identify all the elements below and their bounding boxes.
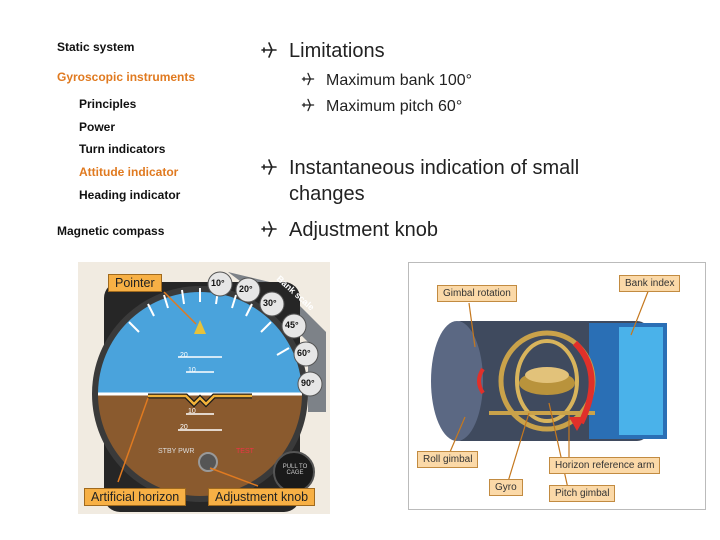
pitch-label-down-10: 10 <box>188 408 196 415</box>
roll-gimbal-callout: Roll gimbal <box>417 451 479 468</box>
pitch-gimbal-callout: Pitch gimbal <box>549 485 616 502</box>
bank-mark-30: 30° <box>263 298 277 308</box>
bank-mark-10: 10° <box>211 278 225 288</box>
bullet-max-bank: Maximum bank 100° <box>300 70 472 92</box>
airplane-icon <box>261 42 277 58</box>
bank-mark-60: 60° <box>297 348 311 358</box>
stby-pwr-label: STBY PWR <box>158 448 195 455</box>
outline-turn-indicators: Turn indicators <box>79 142 166 156</box>
bullet-text: Instantaneous indication of small changes <box>289 155 579 207</box>
airplane-icon <box>301 98 315 112</box>
bank-mark-20: 20° <box>239 284 253 294</box>
bullet-text-line1: Instantaneous indication of small <box>289 157 580 179</box>
bullet-instantaneous: Instantaneous indication of small changes <box>259 155 579 207</box>
bullet-adjustment-knob: Adjustment knob <box>259 217 438 243</box>
pointer-callout: Pointer <box>108 274 162 292</box>
outline-static-system: Static system <box>57 40 135 54</box>
outline-principles: Principles <box>79 97 137 111</box>
test-label: TEST <box>236 448 254 455</box>
bullet-text: Maximum bank 100° <box>326 72 473 89</box>
airplane-icon <box>301 72 315 86</box>
artificial-horizon-callout: Artificial horizon <box>84 488 187 506</box>
bullet-text: Maximum pitch 60° <box>326 98 463 115</box>
bullet-limitations: Limitations <box>259 38 385 64</box>
attitude-indicator-drawing <box>92 271 326 512</box>
bullet-text: Limitations <box>289 40 385 62</box>
horizon-reference-arm-callout: Horizon reference arm <box>549 457 661 474</box>
outline-magnetic-compass: Magnetic compass <box>57 224 165 238</box>
bullet-text-line2: changes <box>289 183 365 205</box>
pitch-label-up-10: 10 <box>188 367 196 374</box>
pull-to-cage-label: PULL TO CAGE <box>282 464 308 476</box>
bullet-max-pitch: Maximum pitch 60° <box>300 96 462 118</box>
pitch-label-up-20: 20 <box>180 352 188 359</box>
gyro-cutaway-figure: Gimbal rotation Bank index Roll gimbal H… <box>408 262 706 510</box>
bank-mark-90: 90° <box>301 378 315 388</box>
attitude-indicator-figure: Pointer Artificial horizon Adjustment kn… <box>78 262 330 514</box>
outline-heading-indicator: Heading indicator <box>79 188 181 202</box>
outline-attitude-indicator: Attitude indicator <box>79 165 179 179</box>
bullet-text: Adjustment knob <box>289 219 438 241</box>
gyro-cutaway-drawing <box>431 288 667 494</box>
airplane-icon <box>261 221 277 237</box>
gyro-callout: Gyro <box>489 479 523 496</box>
gimbal-rotation-callout: Gimbal rotation <box>437 285 517 302</box>
pitch-label-down-20: 20 <box>180 424 188 431</box>
bank-index-callout: Bank index <box>619 275 681 292</box>
adjustment-knob-callout: Adjustment knob <box>208 488 316 506</box>
outline-power: Power <box>79 120 116 134</box>
bank-mark-45: 45° <box>285 320 299 330</box>
outline-gyroscopic-instruments: Gyroscopic instruments <box>57 70 196 84</box>
airplane-icon <box>261 159 277 175</box>
